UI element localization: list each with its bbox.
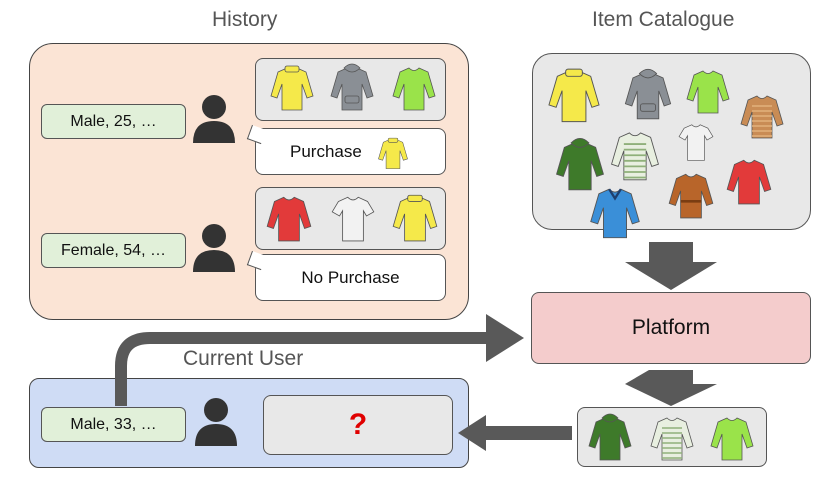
- arrow-down-icon: [625, 242, 717, 290]
- yellow-sweater-icon: [548, 68, 600, 123]
- current-user-outcome-box: ?: [263, 395, 453, 455]
- brown-coat-icon: [668, 173, 714, 219]
- history-user-2-attributes: Female, 54, …: [41, 233, 186, 268]
- green-top-icon: [710, 417, 754, 461]
- white-tshirt-icon: [678, 124, 714, 161]
- blue-sweater-icon: [590, 188, 640, 239]
- red-dress-icon: [266, 196, 312, 242]
- striped-sweater-icon: [611, 132, 659, 181]
- user-icon: [191, 93, 237, 145]
- platform-label: Platform: [631, 316, 711, 339]
- green-top-icon: [392, 67, 436, 111]
- arrow-down-icon: [625, 370, 717, 406]
- yellow-sweater-icon: [270, 65, 314, 111]
- current-user-title: Current User: [183, 347, 304, 370]
- history-user-1-outcome-label: Purchase: [290, 141, 362, 161]
- arrow-left-icon: [458, 415, 572, 451]
- yellow-sweater-icon: [392, 194, 438, 242]
- green-hoodie-icon: [556, 138, 604, 191]
- history-user-1-outcome: Purchase: [255, 128, 446, 175]
- gray-hoodie-icon: [330, 63, 374, 111]
- user-icon: [191, 222, 237, 274]
- history-user-1-attributes: Male, 25, …: [41, 104, 186, 139]
- green-top-icon: [686, 70, 730, 114]
- red-dress-icon: [726, 159, 772, 205]
- current-user-attributes: Male, 33, …: [41, 407, 186, 442]
- green-hoodie-icon: [588, 413, 632, 461]
- gray-hoodie-icon: [624, 68, 672, 120]
- striped-sweater-icon: [650, 417, 694, 461]
- history-user-2-outcome-label: No Purchase: [301, 267, 400, 287]
- striped-cardigan-icon: [740, 95, 784, 139]
- catalogue-title: Item Catalogue: [592, 8, 735, 31]
- user-icon: [193, 396, 239, 448]
- history-title: History: [212, 8, 278, 31]
- history-user-2-outcome: No Purchase: [255, 254, 446, 301]
- yellow-sweater-icon: [378, 137, 408, 169]
- question-mark: ?: [348, 408, 368, 441]
- platform-box: Platform: [531, 292, 811, 364]
- white-tshirt-icon: [331, 196, 375, 242]
